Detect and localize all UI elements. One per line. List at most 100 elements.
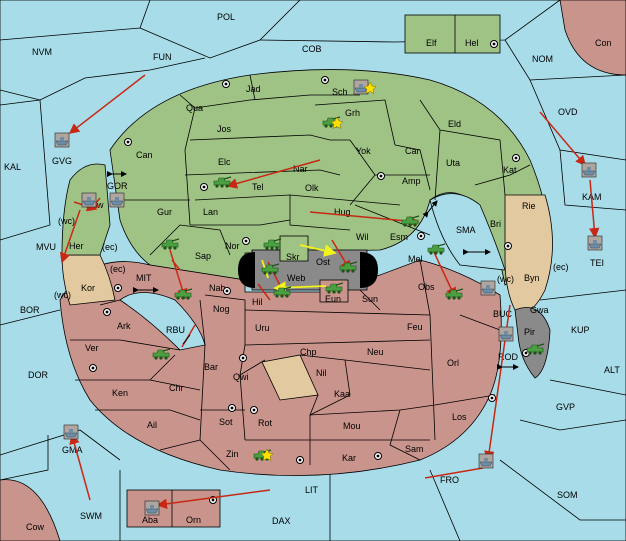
label-nar: Nar [293, 164, 308, 174]
label-byn: Byn [524, 273, 540, 283]
sc-marker [242, 237, 250, 245]
sc-marker [250, 406, 258, 414]
region-aba-orn-group [126, 489, 221, 528]
star-icon [330, 116, 344, 129]
label-gor: GOR [107, 181, 128, 191]
label-buc: BUC [493, 309, 513, 319]
region-elf-hel-group [404, 14, 501, 54]
region-skr-box[interactable] [279, 235, 309, 262]
sc-marker [89, 364, 97, 372]
label-skr: Skr [286, 252, 300, 262]
label-pol: POL [217, 12, 235, 22]
green-labels: Jad Sch Qua Grh Jos Eld Can Yok Car Uta … [69, 38, 517, 261]
label-amp: Amp [402, 176, 421, 186]
fleet-unit [581, 162, 597, 178]
red-labels: Nab Hil Eun Sun Obs Mel Nog Uru Feu Ark … [85, 254, 467, 525]
fleet-unit [587, 235, 603, 251]
label-car: Car [405, 146, 420, 156]
label-jos: Jos [217, 124, 232, 134]
fleet-unit [478, 453, 494, 469]
label-elf: Elf [426, 38, 437, 48]
star-icon [260, 448, 274, 461]
label-lit: LIT [305, 485, 319, 495]
label-jad: Jad [246, 84, 261, 94]
label-wil: Wil [356, 232, 369, 242]
label-fun: FUN [153, 52, 172, 62]
label-rie: Rie [522, 201, 536, 211]
label-kor: Kor [81, 283, 95, 293]
label-fro: FRO [440, 475, 459, 485]
label-ail: Ail [147, 420, 157, 430]
label-rod: ROD [498, 352, 519, 362]
label-rot: Rot [258, 418, 273, 428]
label-feu: Feu [407, 322, 423, 332]
coast-tag-byn-wc: (wc) [497, 274, 514, 284]
label-los: Los [452, 412, 467, 422]
sc-marker [228, 404, 236, 412]
label-eun: Eun [325, 294, 341, 304]
sc-marker [222, 80, 230, 88]
label-nil: Nil [316, 368, 327, 378]
label-gvp: GVP [556, 402, 575, 412]
label-uru: Uru [255, 323, 270, 333]
sc-marker [488, 394, 496, 402]
label-nog: Nog [213, 304, 230, 314]
tunnel-west [238, 252, 255, 288]
tunnel-east [360, 252, 378, 288]
label-gwa: Gwa [530, 305, 549, 315]
label-dor: DOR [28, 370, 49, 380]
label-qua: Qua [186, 103, 203, 113]
label-tel: Tel [252, 182, 264, 192]
label-nab: Nab [209, 283, 226, 293]
label-nor: Nor [225, 241, 240, 251]
label-bar: Bar [204, 362, 218, 372]
fleet-unit [480, 280, 496, 296]
label-alt: ALT [604, 365, 620, 375]
label-sam: Sam [405, 444, 424, 454]
label-bri: Bri [490, 219, 501, 229]
label-cob: COB [302, 44, 322, 54]
label-dax: DAX [272, 516, 291, 526]
sc-marker [124, 138, 132, 146]
label-gma: GMA [62, 445, 83, 455]
fleet-unit [109, 192, 125, 208]
coast-tag-gaw-wc: (wc) [58, 216, 75, 226]
label-zin: Zin [226, 449, 239, 459]
label-elc: Elc [218, 157, 231, 167]
region-kor[interactable] [61, 254, 116, 306]
label-aba: Aba [142, 515, 158, 525]
fleet-unit [81, 192, 97, 208]
label-bor: BOR [20, 305, 40, 315]
sc-marker [417, 232, 425, 240]
label-chr: Chr [169, 383, 184, 393]
fleet-unit [498, 326, 514, 342]
sc-marker [504, 242, 512, 250]
label-can: Can [136, 150, 153, 160]
label-ost: Ost [316, 257, 331, 267]
label-gur: Gur [157, 207, 172, 217]
star-markers [260, 81, 377, 461]
label-neu: Neu [367, 347, 384, 357]
sc-marker [296, 456, 304, 464]
land-tan-east [504, 194, 553, 313]
sc-marker [377, 172, 385, 180]
sc-marker [223, 287, 231, 295]
sc-marker [374, 452, 382, 460]
label-hil: Hil [252, 297, 263, 307]
label-kal: KAL [4, 162, 21, 172]
label-kaa: Kaa [334, 389, 350, 399]
fleet-unit [144, 500, 160, 516]
label-nvm: NVM [32, 47, 52, 57]
label-uta: Uta [446, 158, 460, 168]
label-orn: Orn [186, 515, 201, 525]
label-yok: Yok [356, 146, 371, 156]
star-icon [363, 81, 377, 94]
sea-labels: POL NVM FUN COB NOM Con OVD KAL GVG GOR … [4, 12, 620, 532]
label-esm: Esm [390, 232, 408, 242]
sc-marker [490, 40, 498, 48]
label-obs: Obs [418, 282, 435, 292]
region-pir[interactable] [514, 307, 551, 379]
label-sch: Sch [332, 87, 348, 97]
label-hel: Hel [465, 38, 479, 48]
coast-tag-kor-wc: (wc) [54, 290, 71, 300]
